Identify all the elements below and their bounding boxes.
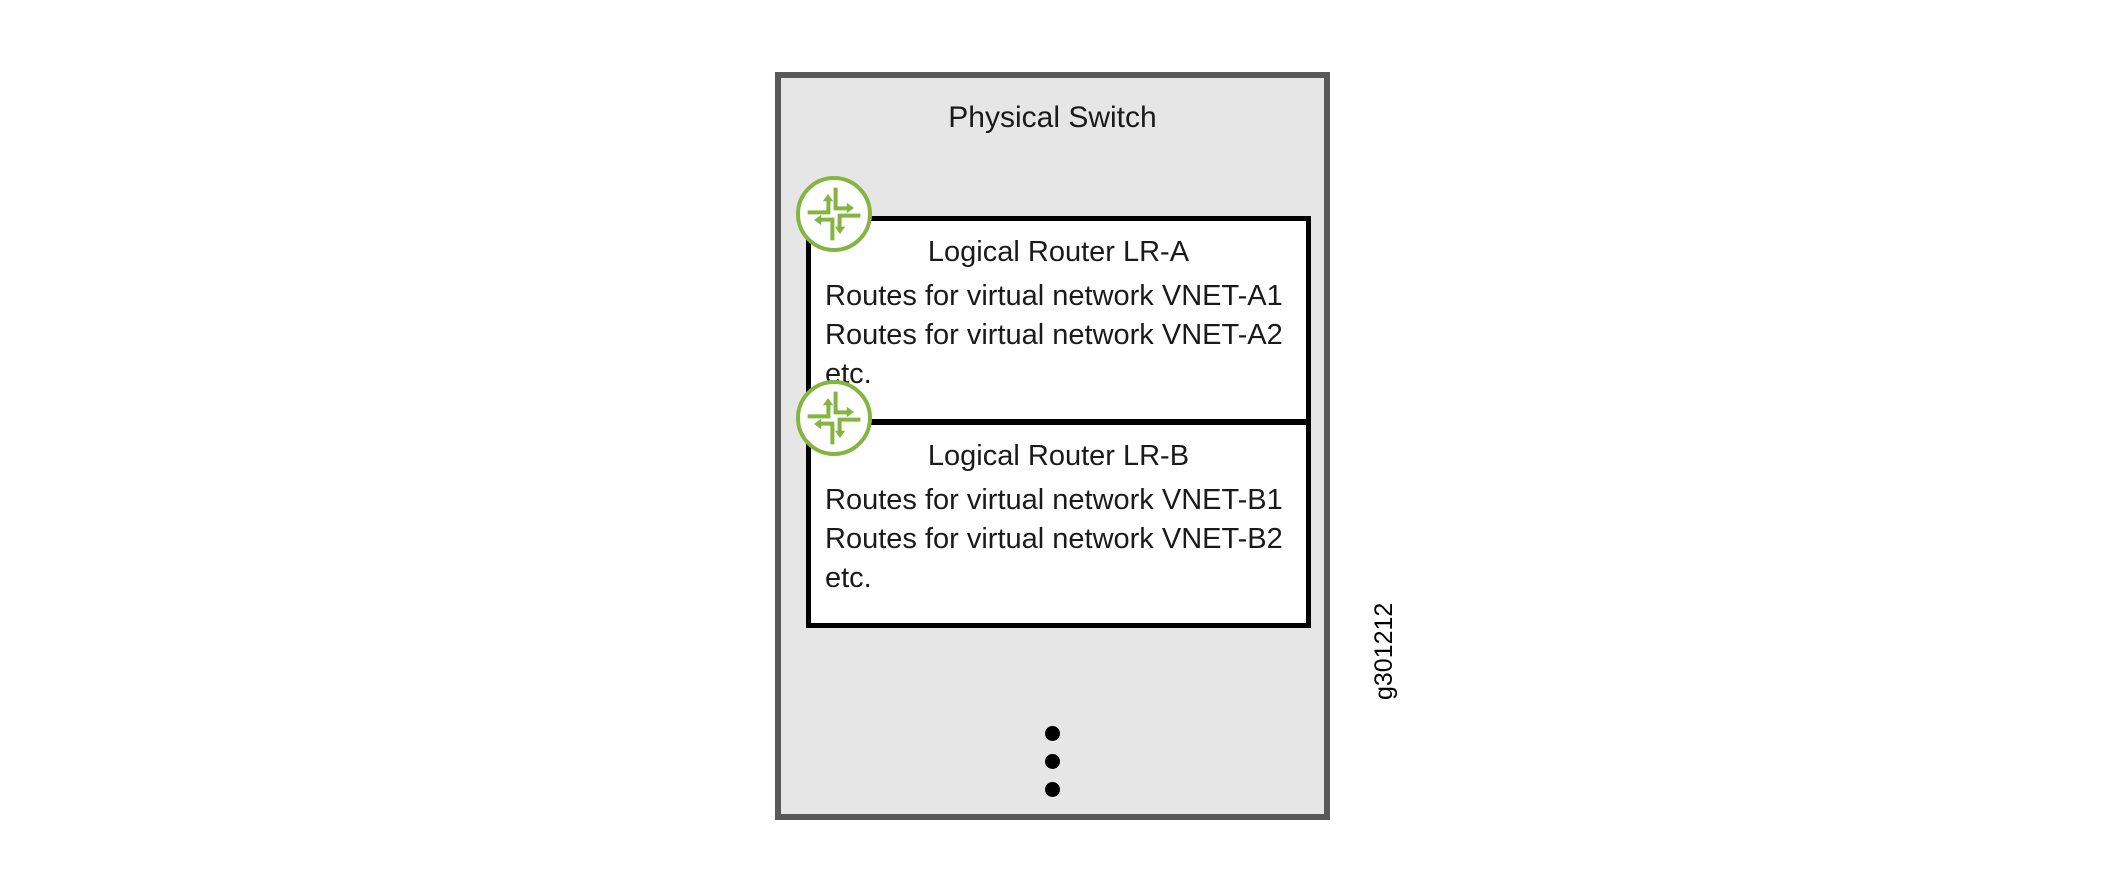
figure-id-label: g301212 bbox=[1370, 602, 1398, 700]
route-line: etc. bbox=[825, 562, 872, 594]
physical-switch-container: Physical Switch Logical Router LR-A Rout… bbox=[775, 72, 1330, 820]
route-line: etc. bbox=[825, 358, 872, 390]
route-line: Routes for virtual network VNET-B2 bbox=[825, 523, 1283, 555]
logical-router-box-lr-a: Logical Router LR-A Routes for virtual n… bbox=[806, 216, 1311, 424]
ellipsis-dot bbox=[1045, 726, 1060, 741]
ellipsis-dot bbox=[1045, 782, 1060, 797]
physical-switch-title: Physical Switch bbox=[948, 101, 1157, 134]
ellipsis-dot bbox=[1045, 754, 1060, 769]
logical-router-routes-lr-b: Routes for virtual network VNET-B1 Route… bbox=[825, 481, 1298, 598]
logical-router-title-lr-a: Logical Router LR-A bbox=[927, 236, 1190, 268]
logical-router-box-lr-b: Logical Router LR-B Routes for virtual n… bbox=[806, 420, 1311, 628]
router-icon bbox=[794, 378, 874, 458]
route-line: Routes for virtual network VNET-A2 bbox=[825, 319, 1283, 351]
logical-router-title-lr-b: Logical Router LR-B bbox=[927, 440, 1190, 472]
route-line: Routes for virtual network VNET-B1 bbox=[825, 484, 1283, 516]
route-line: Routes for virtual network VNET-A1 bbox=[825, 280, 1283, 312]
logical-router-routes-lr-a: Routes for virtual network VNET-A1 Route… bbox=[825, 277, 1298, 394]
continuation-ellipsis bbox=[781, 726, 1324, 797]
router-icon bbox=[794, 174, 874, 254]
